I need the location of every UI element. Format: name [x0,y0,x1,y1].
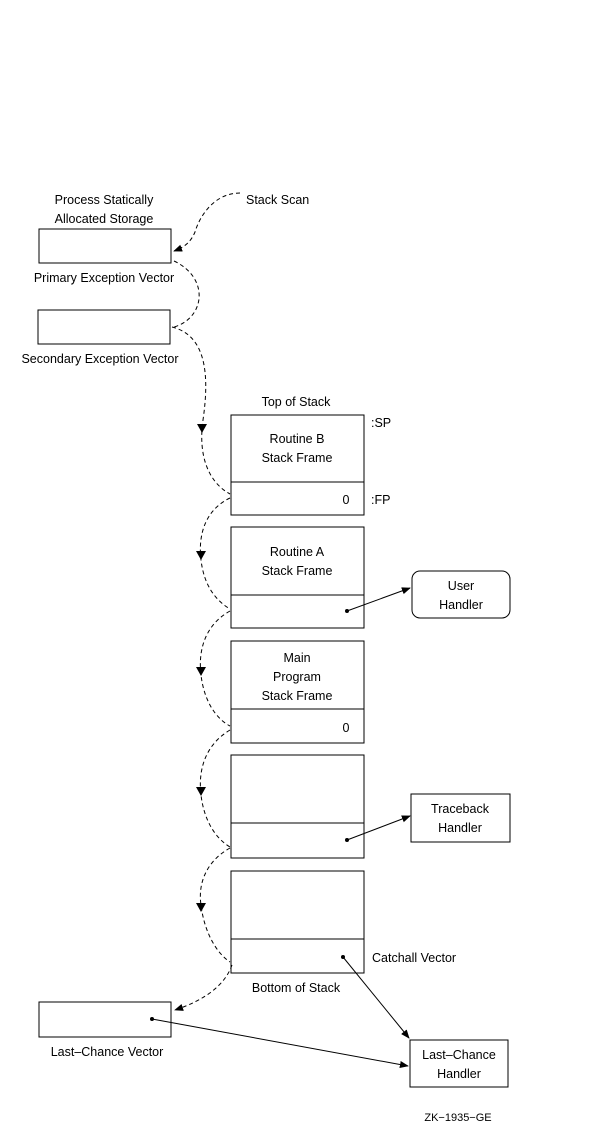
frame4-to-traceback-arrow [346,815,411,841]
main-program-frame [230,640,365,744]
process-static-label-line2: Allocated Storage [55,212,154,226]
routine-b-frame [230,414,365,516]
routine-b-label-line1: Routine B [270,432,325,446]
stack-scan-label: Stack Scan [246,193,309,207]
main-to-frame4-arrow [199,729,231,848]
arrowhead-2 [196,551,206,560]
catchall-to-last-chance-handler-arrow [342,956,410,1039]
last-chance-vector-box [38,1001,172,1038]
secondary-to-routine-b-arrow [171,326,231,495]
user-handler-box [411,570,511,619]
bottom-to-last-chance-vector-arrow [174,964,233,1011]
frame4-to-bottom-arrow [199,847,231,963]
user-handler-label-line1: User [448,579,474,593]
last-chance-handler-box [409,1039,509,1088]
traceback-handler-box [410,793,511,843]
routine-a-label-line2: Stack Frame [262,564,333,578]
main-label-line3: Stack Frame [262,689,333,703]
arrowhead-3 [196,667,206,676]
main-label-line2: Program [273,670,321,684]
bottom-of-stack-label: Bottom of Stack [252,981,341,995]
main-label-line1: Main [283,651,310,665]
routine-a-to-main-arrow [199,610,231,727]
arrowhead-5 [196,903,206,912]
secondary-exception-vector-box [37,309,171,345]
top-of-stack-label: Top of Stack [262,395,332,409]
secondary-exception-vector-label: Secondary Exception Vector [21,352,178,366]
last-chance-vector-label: Last–Chance Vector [51,1045,164,1059]
process-static-label-line1: Process Statically [55,193,154,207]
routine-a-label-line1: Routine A [270,545,325,559]
stack-scan-arrow [173,192,241,252]
traceback-frame [230,754,365,859]
last-chance-handler-label-line2: Handler [437,1067,481,1081]
figure-id-label: ZK−1935−GE [424,1112,491,1124]
arrowhead-4 [196,787,206,796]
primary-exception-vector-box [38,228,172,264]
sp-label: :SP [371,416,391,430]
last-chance-vector-to-handler-arrow [151,1018,409,1069]
routine-b-to-a-arrow [199,497,231,610]
traceback-handler-label-line2: Handler [438,821,482,835]
user-handler-label-line2: Handler [439,598,483,612]
main-zero: 0 [343,721,350,735]
routine-b-zero: 0 [343,493,350,507]
arrowhead-1 [197,424,207,433]
routine-a-to-user-handler-arrow [346,587,411,612]
primary-exception-vector-label: Primary Exception Vector [34,271,174,285]
routine-b-label-line2: Stack Frame [262,451,333,465]
primary-to-secondary-arrow [173,260,200,328]
catchall-vector-label: Catchall Vector [372,951,456,965]
traceback-handler-label-line1: Traceback [431,802,490,816]
routine-a-frame [230,526,365,629]
last-chance-handler-label-line1: Last–Chance [422,1048,496,1062]
fp-label: :FP [371,493,390,507]
